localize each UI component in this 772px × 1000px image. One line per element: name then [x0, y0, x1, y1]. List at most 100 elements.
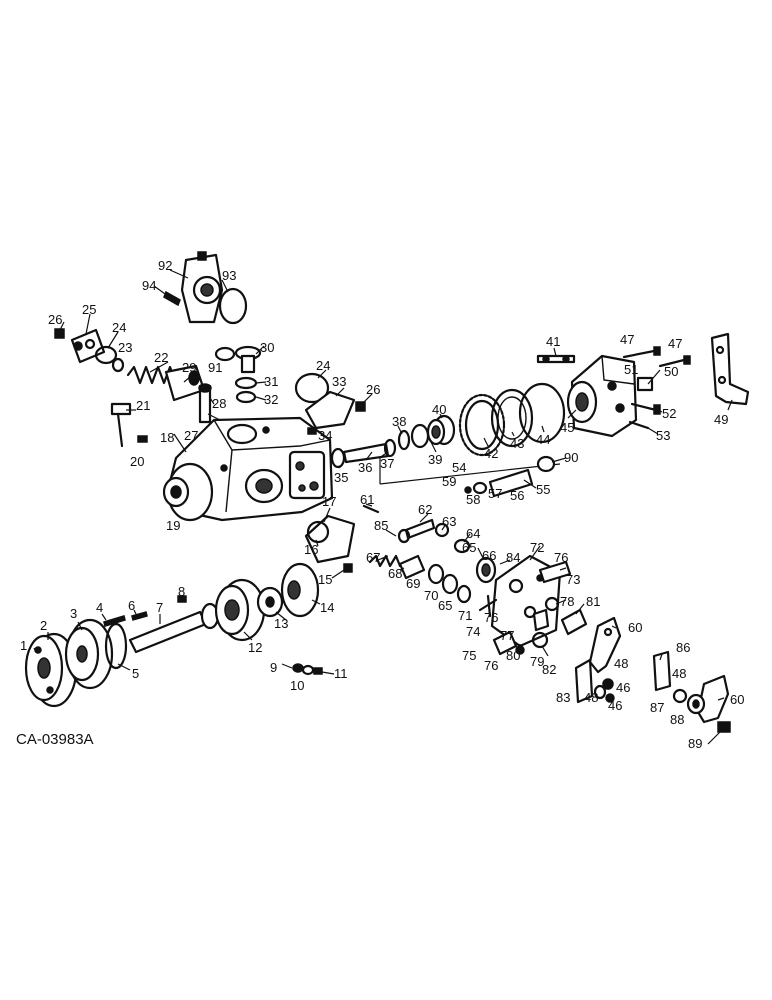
callout-22: 22 — [154, 350, 168, 365]
callout-33: 33 — [332, 374, 346, 389]
callout-84: 84 — [506, 550, 520, 565]
o-ring-part-17 — [306, 520, 330, 544]
o-ring-part-23-24 — [94, 345, 125, 373]
callout-74: 74 — [466, 624, 480, 639]
callout-66: 66 — [482, 548, 496, 563]
callout-1: 1 — [20, 638, 27, 653]
callout-47b: 47 — [668, 336, 682, 351]
lever-part-21 — [110, 402, 132, 448]
callout-68: 68 — [388, 566, 402, 581]
callout-85: 85 — [374, 518, 388, 533]
callout-44: 44 — [536, 432, 550, 447]
callout-41: 41 — [546, 334, 560, 349]
bolt-part-94 — [163, 290, 181, 307]
callout-46b: 46 — [608, 698, 622, 713]
part-78 — [544, 596, 560, 612]
callout-56: 56 — [510, 488, 524, 503]
callout-9: 9 — [270, 660, 277, 675]
callout-58: 58 — [466, 492, 480, 507]
washer-part-32 — [235, 390, 257, 404]
washer-part-31 — [234, 376, 258, 390]
callout-46a: 46 — [616, 680, 630, 695]
nut-part-89 — [717, 721, 731, 733]
key-part-4 — [103, 615, 126, 627]
callout-94: 94 — [142, 278, 156, 293]
callout-32: 32 — [264, 392, 278, 407]
washers-part-87-88 — [672, 688, 706, 715]
callout-37: 37 — [380, 456, 394, 471]
callout-20: 20 — [130, 454, 144, 469]
callout-13: 13 — [274, 616, 288, 631]
washer-part-5 — [104, 622, 128, 670]
callout-48b: 48 — [584, 690, 598, 705]
callout-25: 25 — [82, 302, 96, 317]
callout-89: 89 — [688, 736, 702, 751]
callout-27: 27 — [184, 428, 198, 443]
cover-part-33 — [304, 390, 356, 430]
callout-73: 73 — [566, 572, 580, 587]
gear-part-13 — [256, 586, 284, 618]
part-81 — [560, 608, 588, 636]
bolt-part-53 — [628, 420, 650, 430]
callout-61: 61 — [360, 492, 374, 507]
callout-3: 3 — [70, 606, 77, 621]
part-83 — [574, 658, 594, 704]
callout-14: 14 — [320, 600, 334, 615]
callout-30: 30 — [260, 340, 274, 355]
plug-part-30 — [234, 345, 262, 374]
o-ring-part-93 — [218, 287, 248, 325]
callout-92: 92 — [158, 258, 172, 273]
shaft-part-62 — [397, 518, 436, 544]
callout-26b: 26 — [366, 382, 380, 397]
callout-34: 34 — [318, 428, 332, 443]
callout-63: 63 — [442, 514, 456, 529]
callout-65b: 65 — [438, 598, 452, 613]
callout-62: 62 — [418, 502, 432, 517]
leader-lines — [33, 269, 733, 745]
callout-55: 55 — [536, 482, 550, 497]
callout-72: 72 — [530, 540, 544, 555]
ring-part-39 — [410, 423, 430, 449]
part-68 — [398, 554, 426, 580]
callout-5: 5 — [132, 666, 139, 681]
gear-ring-part-42 — [458, 393, 506, 457]
callout-47a: 47 — [620, 332, 634, 347]
callout-42: 42 — [484, 446, 498, 461]
sleeve-part-66 — [475, 556, 497, 584]
callout-60b: 60 — [730, 692, 744, 707]
callout-76a: 76 — [554, 550, 568, 565]
callout-78: 78 — [560, 594, 574, 609]
callout-71: 71 — [458, 608, 472, 623]
callout-82: 82 — [542, 662, 556, 677]
lever-part-73 — [538, 560, 572, 584]
callout-77: 77 — [500, 628, 514, 643]
bracket-part-86 — [652, 650, 672, 692]
callout-50: 50 — [664, 364, 678, 379]
fitting-part-90 — [536, 455, 556, 473]
callout-6: 6 — [128, 598, 135, 613]
callout-24a: 24 — [112, 320, 126, 335]
callout-26a: 26 — [48, 312, 62, 327]
callout-64: 64 — [466, 526, 480, 541]
callout-76c: 76 — [484, 658, 498, 673]
bushing-part-40 — [426, 414, 456, 446]
part-74 — [478, 594, 498, 618]
callout-67: 67 — [366, 550, 380, 565]
callout-69: 69 — [406, 576, 420, 591]
callout-53: 53 — [656, 428, 670, 443]
callout-7: 7 — [156, 600, 163, 615]
callout-labels: 1 2 3 4 5 6 7 8 9 10 11 12 13 14 15 16 1… — [20, 258, 744, 751]
callout-65a: 65 — [462, 540, 476, 555]
callout-90: 90 — [564, 450, 578, 465]
shaft-part-35-37 — [330, 438, 397, 469]
end-housing-part-45 — [566, 354, 638, 438]
callout-15: 15 — [318, 572, 332, 587]
callout-10: 10 — [290, 678, 304, 693]
cover-part-16 — [304, 514, 356, 564]
callout-75: 75 — [462, 648, 476, 663]
callout-60a: 60 — [628, 620, 642, 635]
bearing-part-12 — [214, 578, 266, 642]
top-fitting-part-92 — [180, 251, 224, 324]
hub-part-3 — [64, 618, 114, 690]
